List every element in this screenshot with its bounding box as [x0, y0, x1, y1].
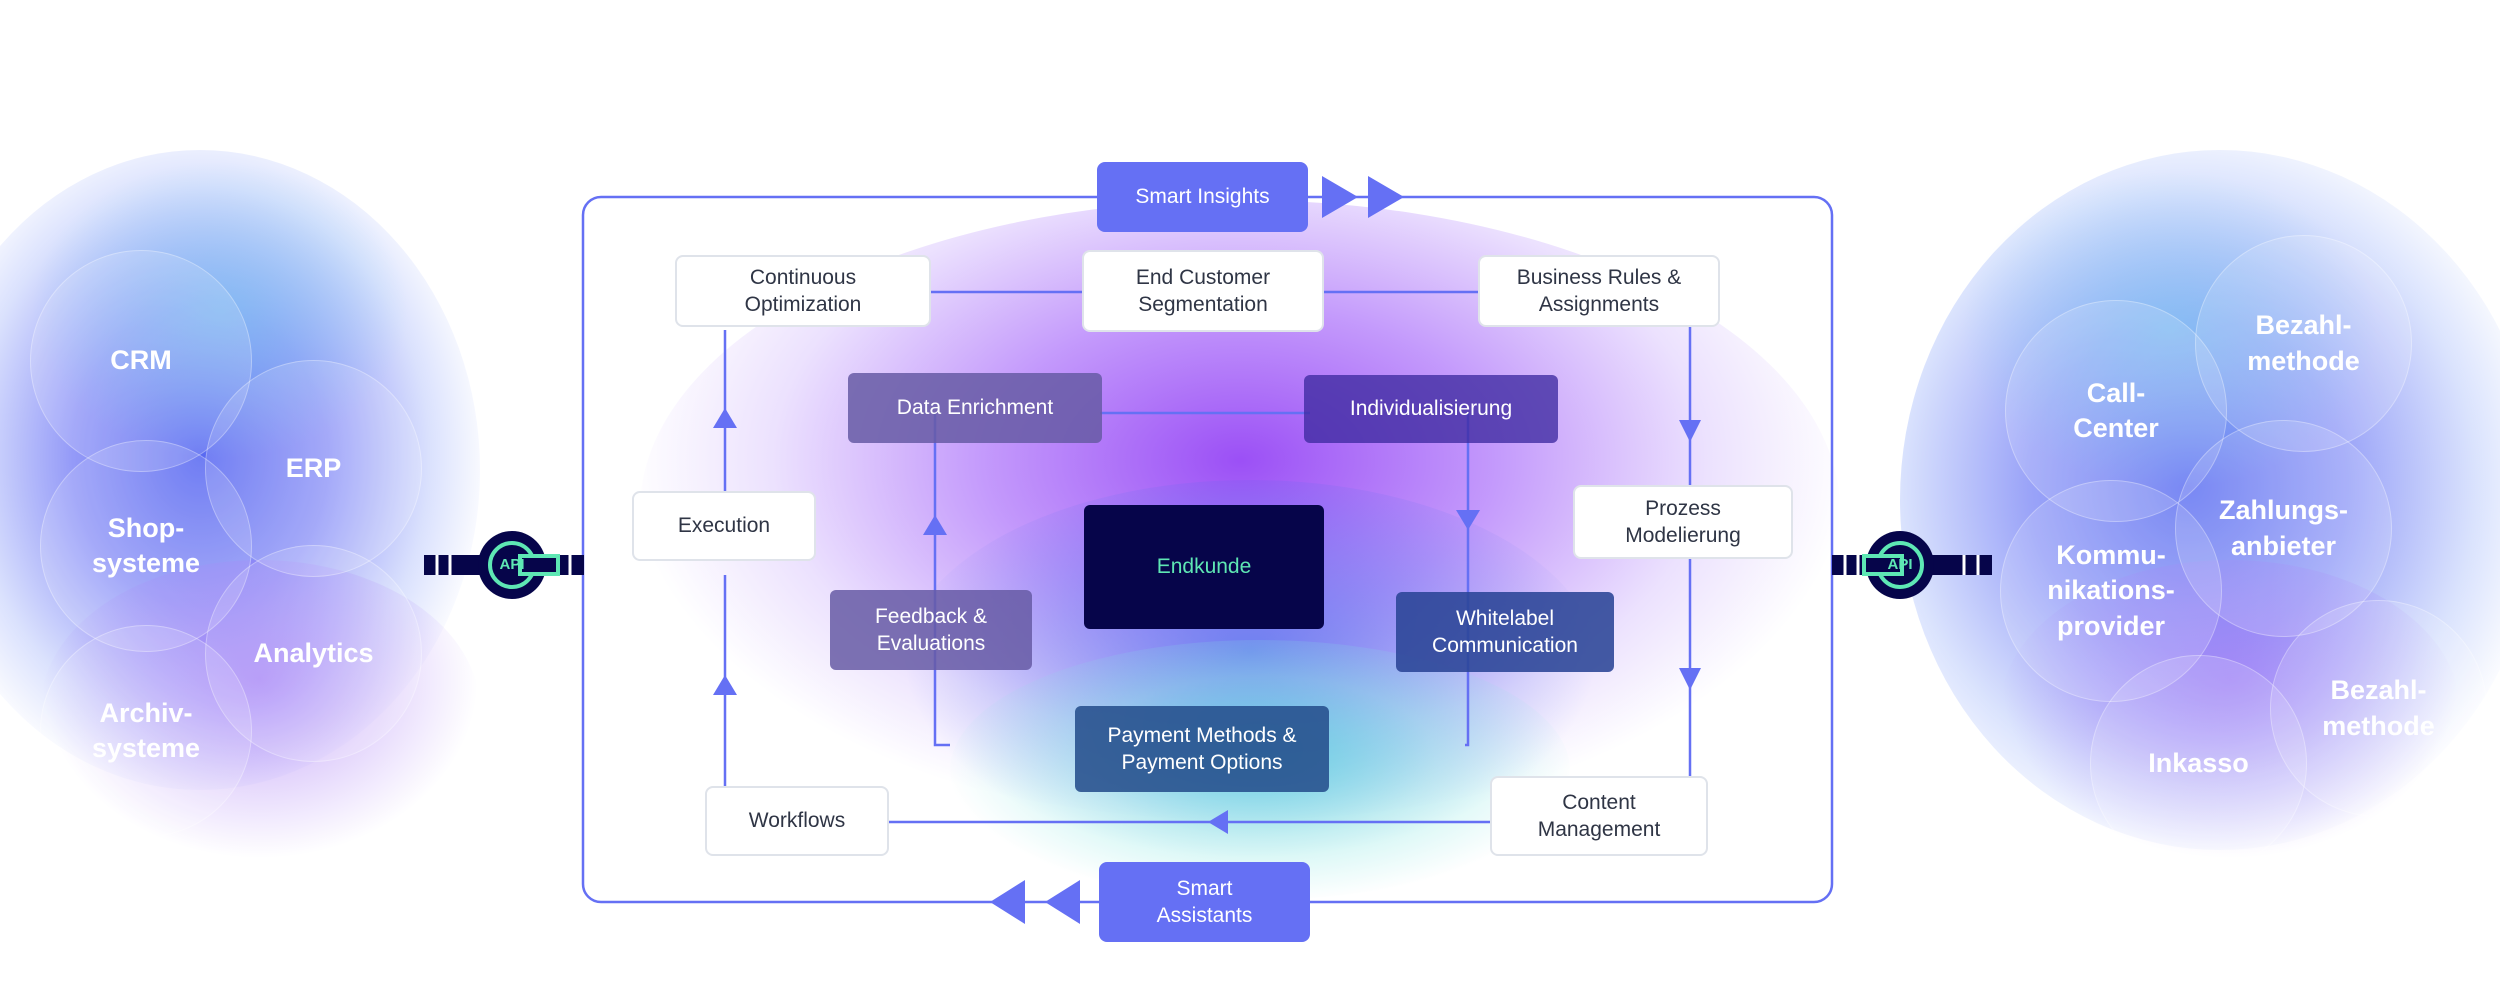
bubble-archivsysteme: Archiv- systeme	[40, 625, 252, 837]
node-content-management: Content Management	[1490, 776, 1708, 856]
api-connector-left	[424, 531, 584, 599]
node-data-enrichment: Data Enrichment	[848, 373, 1102, 443]
node-continuous-optimization: Continuous Optimization	[675, 255, 931, 327]
node-business-rules: Business Rules & Assignments	[1478, 255, 1720, 327]
node-smart-assistants: Smart Assistants	[1099, 862, 1310, 942]
node-end-customer-segmentation: End Customer Segmentation	[1082, 250, 1324, 332]
node-payment-methods: Payment Methods & Payment Options	[1075, 706, 1329, 792]
bubble-erp: ERP	[205, 360, 422, 577]
node-whitelabel-communication: Whitelabel Communication	[1396, 592, 1614, 672]
bubble-bezahlmethode-bottom: Bezahl- methode	[2270, 600, 2487, 817]
node-endkunde: Endkunde	[1084, 505, 1324, 629]
bubble-inkasso: Inkasso	[2090, 655, 2307, 872]
node-smart-insights: Smart Insights	[1097, 162, 1308, 232]
api-connector-right	[1832, 531, 1992, 599]
api-label-left: API	[499, 556, 525, 574]
node-execution: Execution	[632, 491, 816, 561]
node-individualisierung: Individualisierung	[1304, 375, 1558, 443]
node-workflows: Workflows	[705, 786, 889, 856]
node-feedback-evaluations: Feedback & Evaluations	[830, 590, 1032, 670]
api-label-right: API	[1887, 556, 1913, 574]
bubble-bezahlmethode-top: Bezahl- methode	[2195, 235, 2412, 452]
node-prozess-modelierung: Prozess Modelierung	[1573, 485, 1793, 559]
